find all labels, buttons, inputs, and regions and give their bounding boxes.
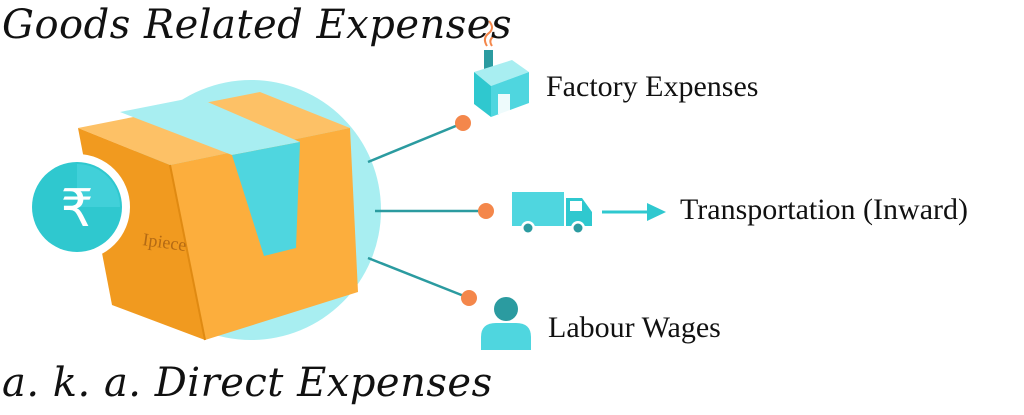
diagram-title: Goods Related Expenses <box>2 2 512 48</box>
person-icon <box>481 297 531 350</box>
label-transportation-inward: Transportation (Inward) <box>680 193 969 226</box>
connector-dot-transport <box>478 203 494 219</box>
connector-dot-factory <box>455 115 471 131</box>
currency-symbol: ₹ <box>60 179 93 239</box>
arrow-right-icon <box>602 203 666 221</box>
label-labour-wages: Labour Wages <box>548 311 721 344</box>
connector-line-labour <box>367 256 470 300</box>
connector-dot-labour <box>461 290 477 306</box>
label-factory-expenses: Factory Expenses <box>546 70 759 103</box>
rupee-coin-icon: ₹ <box>24 154 130 260</box>
factory-icon <box>474 20 529 117</box>
truck-icon <box>512 192 592 235</box>
connector-line-factory <box>367 121 464 164</box>
diagram-subtitle: a. k. a. Direct Expenses <box>2 360 493 406</box>
